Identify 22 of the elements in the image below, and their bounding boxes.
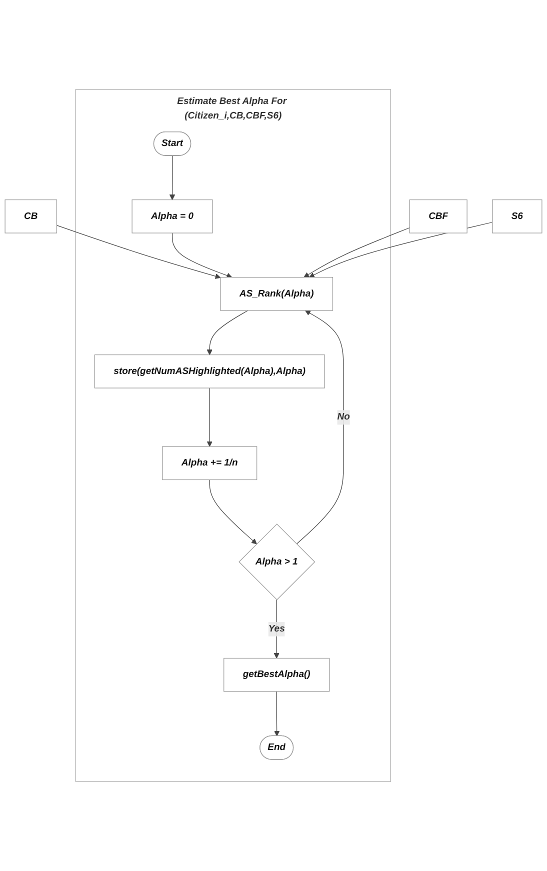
edge-label: No	[337, 411, 350, 422]
arrow	[56, 225, 221, 279]
node-box: store(getNumASHighlighted(Alpha),Alpha)	[94, 354, 325, 388]
arrow	[274, 691, 280, 736]
arrow	[304, 227, 410, 278]
arrow	[172, 232, 232, 278]
arrow	[206, 388, 212, 447]
arrow	[309, 222, 493, 278]
node-box: CBF	[409, 199, 468, 234]
arrow	[206, 310, 248, 356]
node-box: Alpha += 1/n	[162, 446, 258, 480]
node-box: getBestAlpha()	[224, 658, 330, 692]
node-box: AS_Rank(Alpha)	[220, 276, 334, 311]
edge-label: Yes	[268, 623, 285, 634]
arrow	[274, 599, 280, 658]
arrow	[209, 479, 257, 544]
node-box: S6	[492, 199, 542, 234]
node-box: Alpha = 0	[132, 199, 213, 234]
arrow	[296, 310, 344, 544]
node-diamond: Alpha > 1	[238, 524, 316, 600]
arrow	[169, 156, 176, 200]
node-box: CB	[4, 199, 58, 234]
